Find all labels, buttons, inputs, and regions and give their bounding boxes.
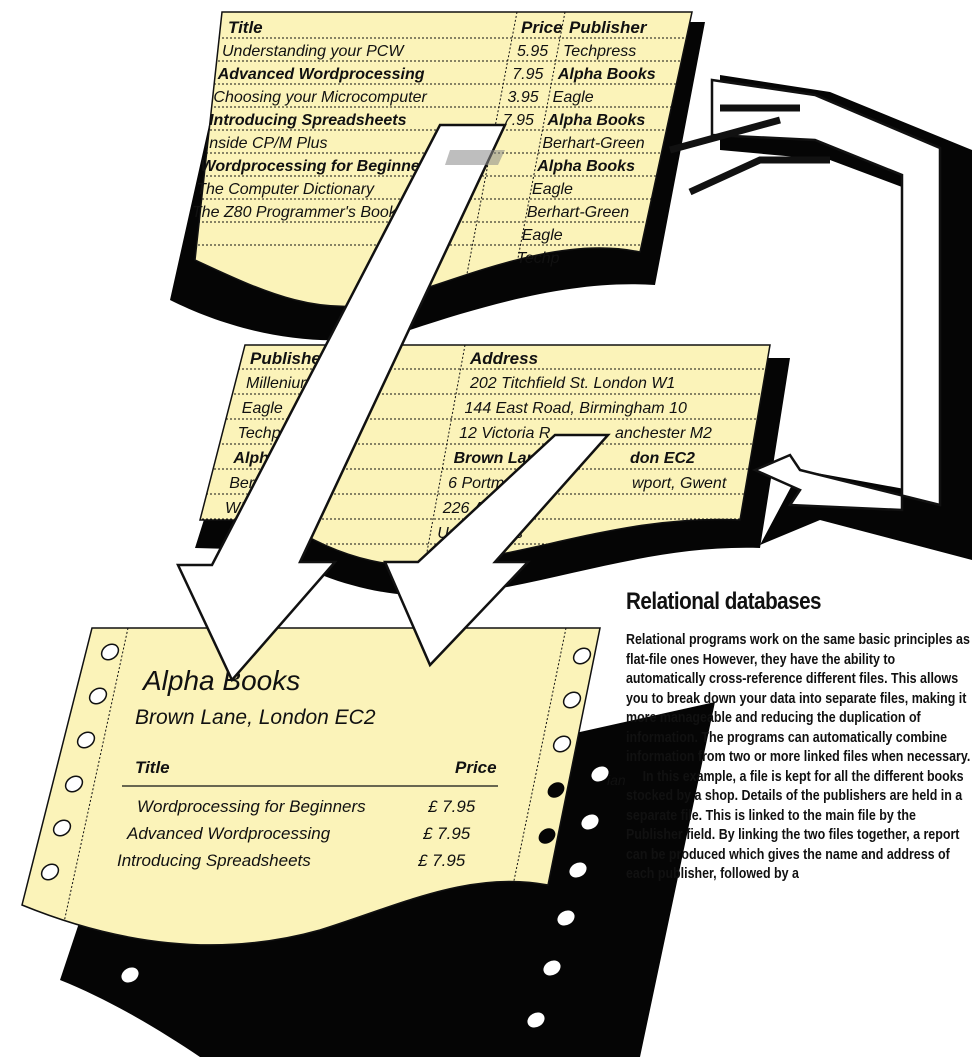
- caption-paragraph-2: In this example, a file is kept for all …: [626, 767, 972, 884]
- books-row-publisher: Eagle: [522, 227, 563, 244]
- report-price-header: Price: [455, 758, 497, 777]
- report-item-title: Introducing Spreadsheets: [117, 851, 311, 870]
- publishers-header-address: Address: [469, 349, 538, 368]
- books-row-price: 5.95: [517, 43, 548, 60]
- arrow-books-to-report-shade: [445, 150, 505, 165]
- caption-paragraph-1: Relational programs work on the same bas…: [626, 630, 972, 767]
- link-arrow-branch-2: [690, 160, 830, 192]
- books-row-title: Introducing Spreadsheets: [209, 112, 406, 129]
- books-header-title: Title: [228, 18, 263, 37]
- fragment-manchester: anchester M2: [615, 425, 712, 442]
- books-row-price: 3.95: [508, 89, 539, 106]
- books-row-publisher: Alpha Books: [547, 112, 646, 129]
- report-sheet: Alpha Books Brown Lane, London EC2 Title…: [22, 628, 715, 1057]
- books-row-title: Wordprocessing for Beginne: [201, 158, 420, 175]
- books-row-title: Inside CP/M Plus: [205, 135, 328, 152]
- report-title-header: Title: [135, 758, 170, 777]
- report-item-title: Advanced Wordprocessing: [126, 824, 331, 843]
- report-item-price: £ 7.95: [417, 851, 466, 870]
- publishers-row-name: Eagle: [242, 400, 283, 417]
- books-row-title: The Computer Dictionary: [196, 181, 375, 198]
- report-item-title: Wordprocessing for Beginners: [137, 797, 366, 816]
- books-row-title: Understanding your PCW: [222, 43, 405, 60]
- report-edge-fragment: ian: [607, 772, 626, 788]
- books-row-publisher: Eagle: [553, 89, 594, 106]
- publishers-header-publisher: Publishe: [250, 349, 321, 368]
- books-row-title: Choosing your Microcomputer: [213, 89, 427, 106]
- fragment-london-ec2: don EC2: [630, 450, 695, 467]
- books-header-publisher: Publisher: [569, 18, 648, 37]
- books-row-price: 7.95: [512, 66, 543, 83]
- report-item-price: £ 7.95: [422, 824, 471, 843]
- books-row-publisher: Techpress: [563, 43, 636, 60]
- books-header-price: Price: [521, 18, 563, 37]
- books-row-title: The Z80 Programmer's Book: [192, 204, 398, 221]
- books-row-publisher: Berhart-Green: [527, 204, 629, 221]
- books-row-publisher: Techp: [517, 250, 560, 267]
- publishers-row-address: 202 Titchfield St. London W1: [469, 375, 675, 392]
- publishers-row-address: 144 East Road, Birmingham 10: [465, 400, 687, 417]
- report-item-price: £ 7.95: [427, 797, 476, 816]
- books-row-publisher: Alpha Books: [557, 66, 656, 83]
- books-row-price: 7.95: [503, 112, 534, 129]
- caption: Relational databases Relational programs…: [626, 588, 972, 884]
- caption-heading: Relational databases: [626, 588, 924, 616]
- fragment-gwent: wport, Gwent: [632, 475, 727, 492]
- report-publisher-name: Alpha Books: [141, 665, 300, 696]
- books-row-publisher: Eagle: [532, 181, 573, 198]
- books-row-publisher: Alpha Books: [536, 158, 635, 175]
- publishers-row-address: 12 Victoria R: [459, 425, 551, 442]
- books-row-title: Advanced Wordprocessing: [217, 66, 425, 83]
- books-row-publisher: Berhart-Green: [542, 135, 644, 152]
- report-publisher-address: Brown Lane, London EC2: [135, 706, 376, 729]
